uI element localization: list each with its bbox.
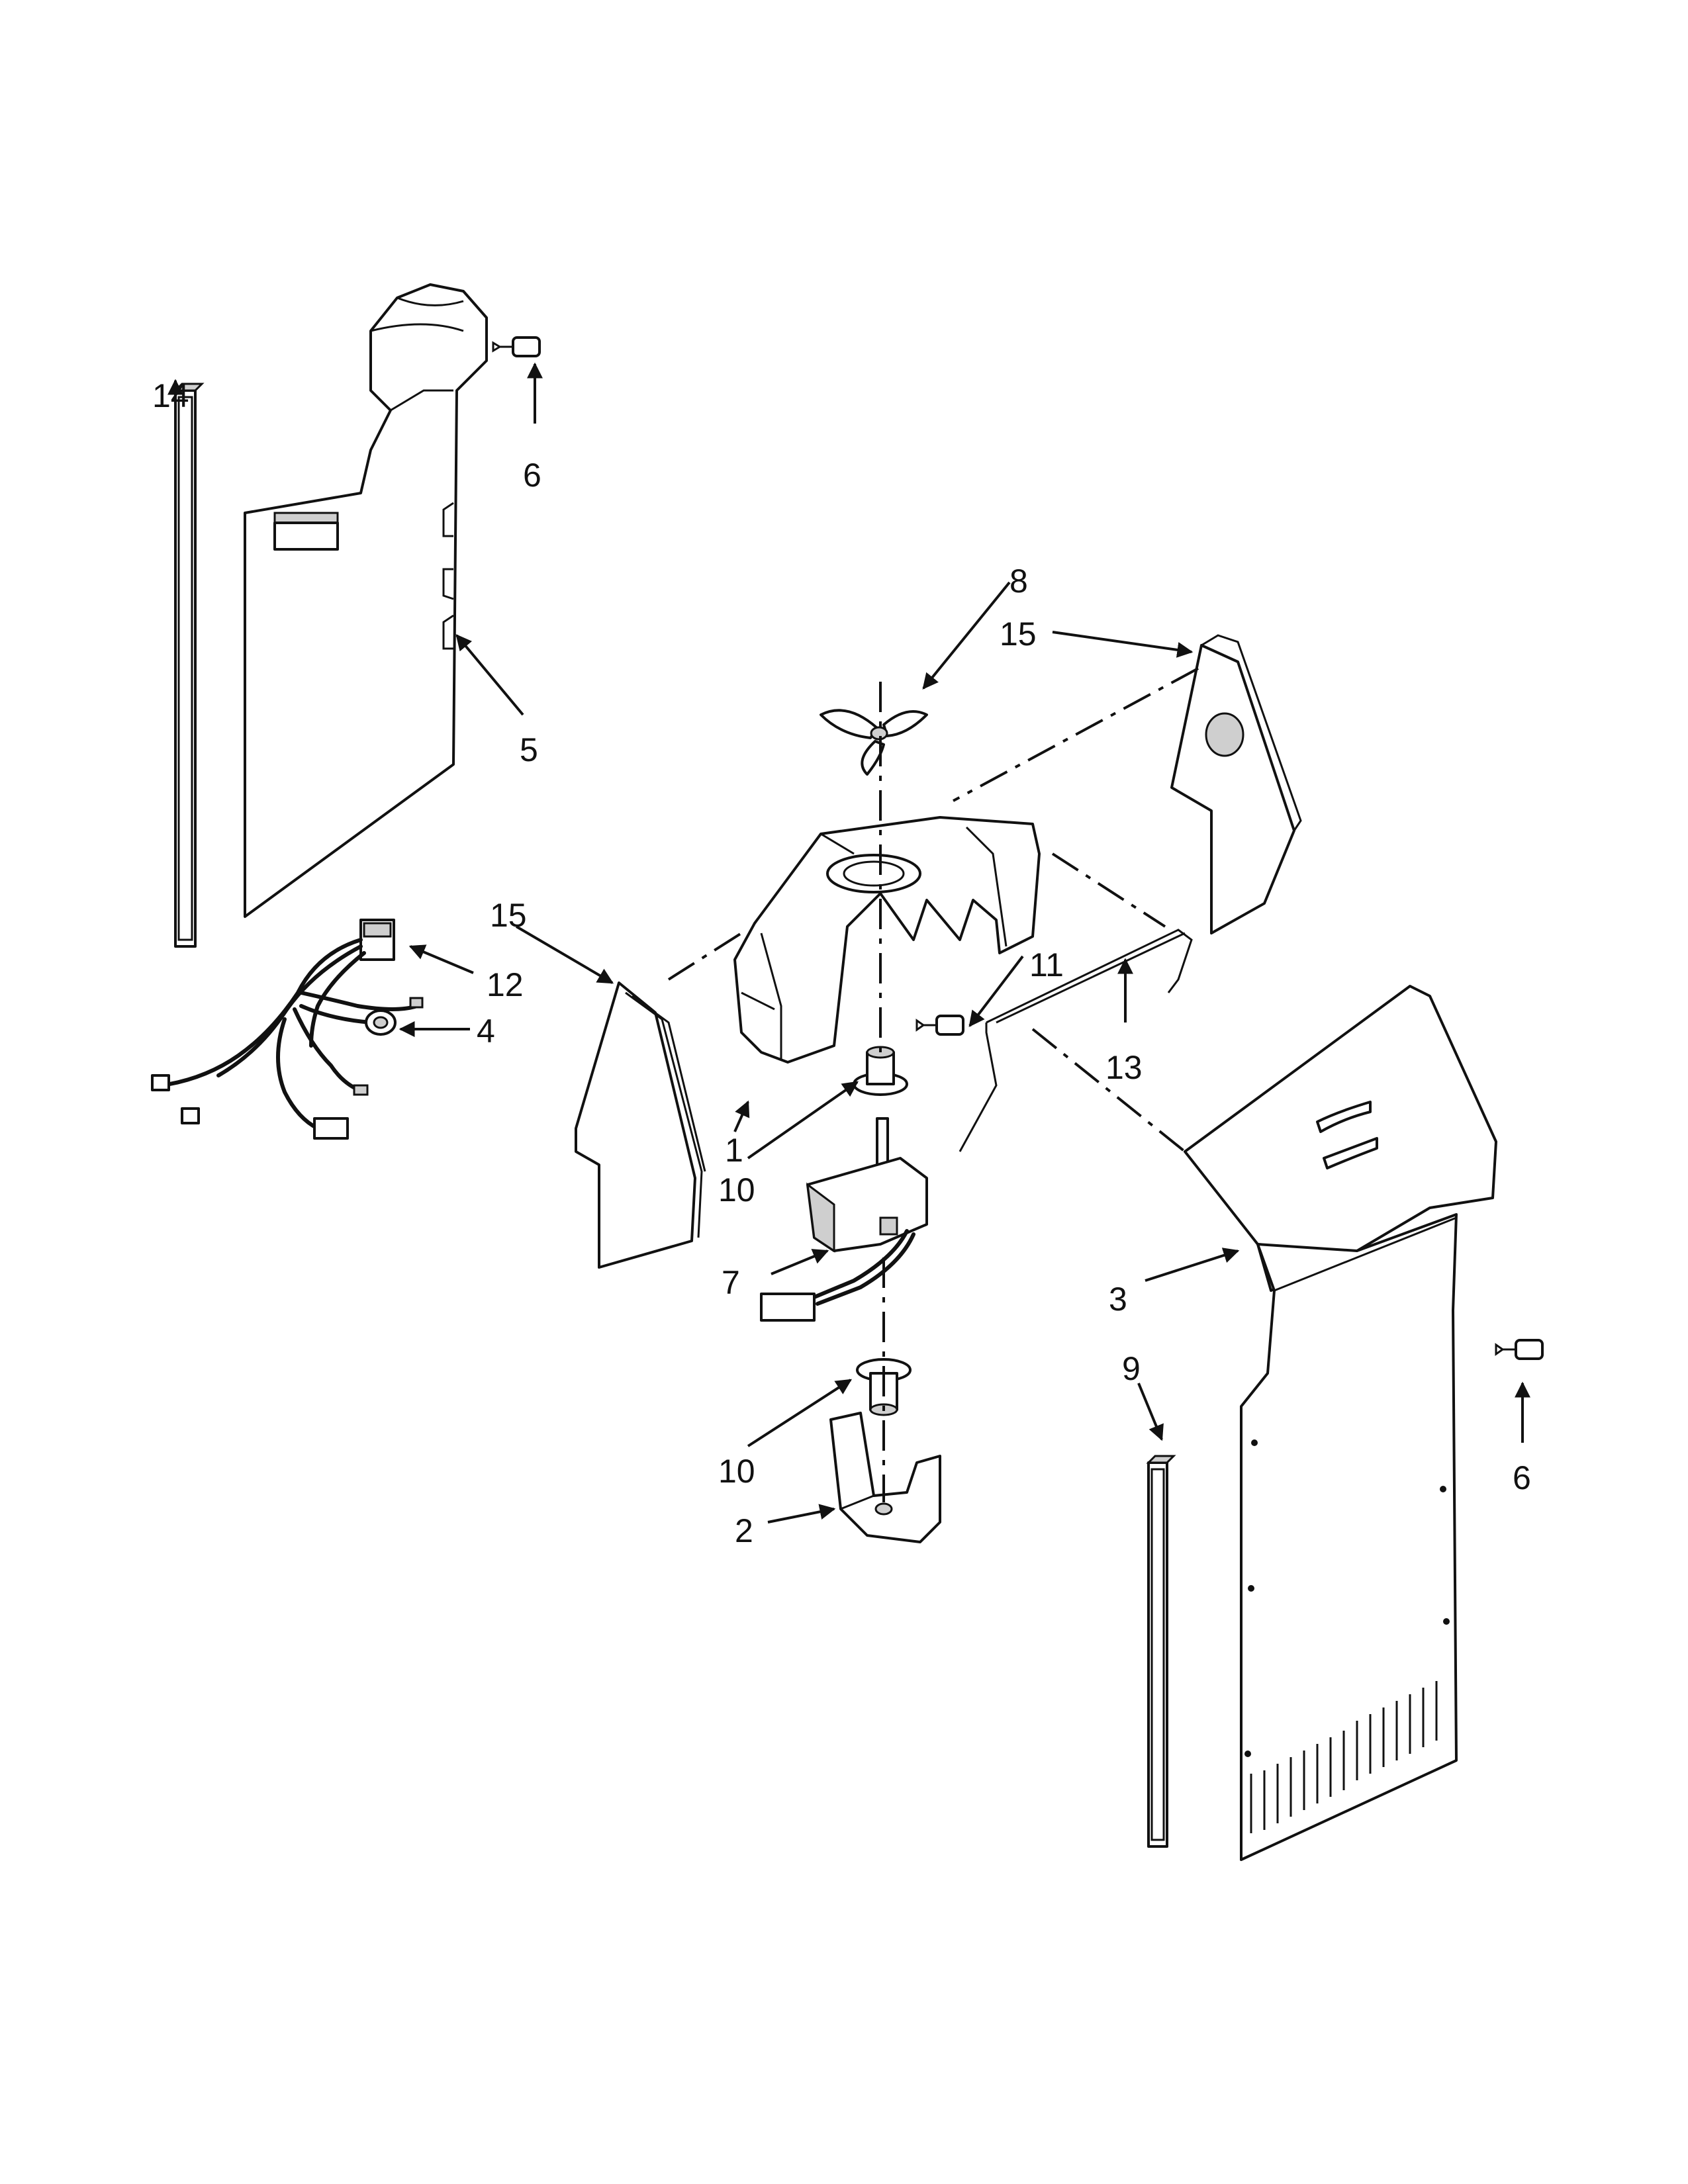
gasket-strip-right [1146,1455,1176,1848]
screw-top [492,336,541,357]
fan-motor [760,1117,928,1322]
callout-2: 2 [735,1512,753,1549]
callout-3: 3 [1109,1281,1127,1318]
callout-10-upper: 10 [718,1171,755,1208]
rear-duct-panel [1184,985,1497,1861]
wiring-harness [151,919,424,1140]
callout-11: 11 [1029,946,1064,983]
callout-14: 14 [152,377,189,414]
insulation-right [1170,634,1302,934]
callout-1: 1 [725,1132,743,1169]
leader-arrows [167,362,1530,1524]
callout-9: 9 [1122,1350,1141,1387]
screw-right [1495,1339,1544,1360]
motor-bracket [829,1412,941,1543]
callout-15-right: 15 [1000,615,1037,653]
callout-15-left: 15 [490,897,527,934]
insulation-left [575,981,706,1269]
gasket-strip-left [173,383,205,948]
motor-bushing-upper [853,1046,908,1096]
callout-7: 7 [722,1264,740,1301]
callout-6-right: 6 [1513,1459,1531,1496]
callout-5: 5 [520,731,538,768]
fan-housing [733,816,1041,1064]
callout-12: 12 [487,966,524,1003]
callout-6-top: 6 [523,457,541,494]
callout-labels: 14 6 5 8 15 15 12 4 11 13 1 10 7 3 9 10 … [152,377,1531,1549]
assembly-lines [667,667,1199,1502]
fan-blade [820,709,928,776]
vent-slots [1250,1681,1438,1833]
screw-housing [915,1015,964,1036]
air-duct-cover [244,283,488,918]
callout-8: 8 [1009,563,1028,600]
callout-10-lower: 10 [718,1453,755,1490]
wire-bracket [959,929,1193,1152]
callout-4: 4 [477,1013,495,1050]
callout-13: 13 [1105,1049,1143,1086]
